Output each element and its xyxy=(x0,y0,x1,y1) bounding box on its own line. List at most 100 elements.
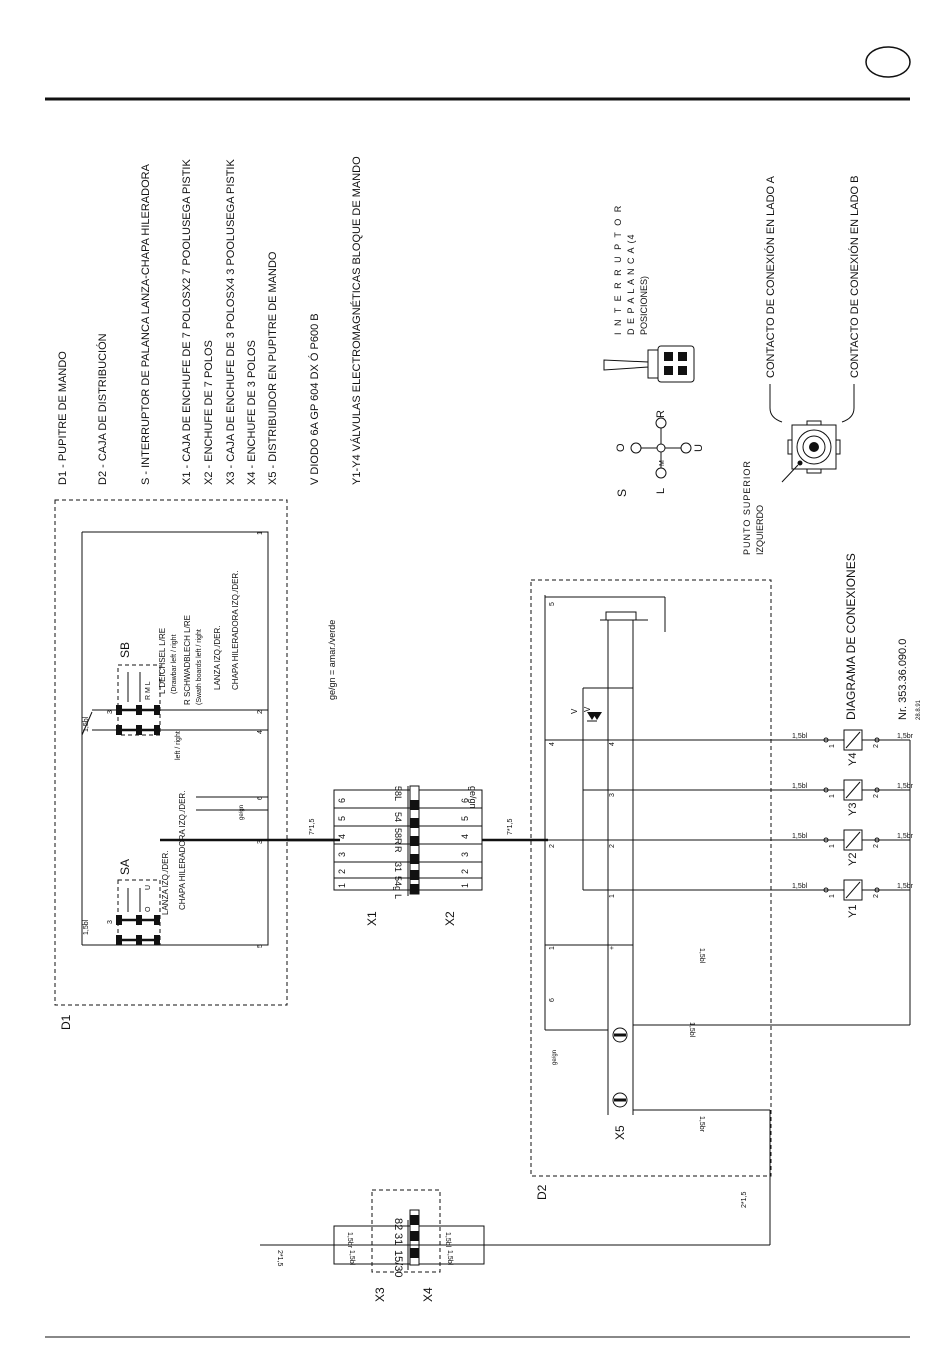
legend-x4: X4 - ENCHUFE DE 3 POLOS xyxy=(246,340,258,485)
y3-in: 1,5bl xyxy=(792,783,808,790)
d1-term-5: 5 xyxy=(257,944,264,948)
legend-x3: X3 - CAJA DE ENCHUFE DE 3 POLOSX4 3 POOL… xyxy=(225,159,237,485)
y1-p2: 2 xyxy=(873,894,880,898)
pp-pin-1530: 15/30 xyxy=(392,1250,404,1278)
left-right-note: left / right xyxy=(175,731,182,760)
d2-w-15bl: 1,5bl xyxy=(698,948,705,964)
plug-num-4-r: 4 xyxy=(460,834,470,839)
legend-d2: D2 - CAJA DE DISTRIBUCIÓN xyxy=(96,333,109,485)
d2-distribution-box: D2 V V xyxy=(530,579,910,1208)
legend-v: V DIODO 6A GP 604 DX Ó P600 B xyxy=(308,313,321,485)
y3-p1: 1 xyxy=(829,794,836,798)
d1-term-6: 6 xyxy=(257,796,264,800)
legend-d1: D1 - PUPITRE DE MANDO xyxy=(57,351,69,485)
sa-es2: LANZA IZQ./DER. xyxy=(161,851,170,915)
d1-boundary xyxy=(54,499,288,1006)
language-badge xyxy=(865,46,911,78)
x5-plus: + xyxy=(609,946,616,950)
lever-positions-icon xyxy=(630,417,692,479)
sa-label: SA xyxy=(118,859,132,875)
d2-cable: 2*1,5 xyxy=(741,1192,748,1208)
d2-term-4: 4 xyxy=(549,742,556,746)
x5-label: X5 xyxy=(613,1125,627,1140)
diode-v-icon xyxy=(587,712,602,722)
valve-y4-label: Y4 xyxy=(847,753,859,766)
y1-p1: 1 xyxy=(829,894,836,898)
contact-b: CONTACTO DE CONEXIÓN EN LADO B xyxy=(848,175,861,378)
pin-58r: 58R xyxy=(393,828,403,845)
pos-m: M xyxy=(659,460,666,466)
lever-switch: I N T E R R U P T O R D E P A L A N C A … xyxy=(603,204,705,497)
plug-num-4-l: 4 xyxy=(337,834,347,839)
plug-cable: 7*1,5 xyxy=(507,819,514,835)
x5-term-4: 4 xyxy=(609,742,616,746)
plug-num-6-r: 6 xyxy=(460,798,470,803)
d1-term-2: 2 xyxy=(257,710,264,714)
y4-out: 1,5br xyxy=(897,733,914,740)
top-point-1: PUNTO SUPERIOR xyxy=(742,460,752,555)
d2-w-15br: 1,5br xyxy=(698,1116,705,1133)
plug-num-6-l: 6 xyxy=(337,798,347,803)
d2-term-6: 6 xyxy=(549,998,556,1002)
d2-term-1: 1 xyxy=(549,946,556,950)
y1-in: 1,5bl xyxy=(792,883,808,890)
plug-gegn-r: ge/gn xyxy=(468,786,478,809)
y2-p1: 1 xyxy=(829,844,836,848)
sb-term-3: 3 xyxy=(107,710,114,714)
lever-s-label: S xyxy=(615,489,629,497)
legend-x2: X2 - ENCHUFE DE 7 POLOS xyxy=(203,340,215,485)
d1-wire-15bl-a: 1,5bl xyxy=(83,716,90,732)
valve-y2: Y2 xyxy=(820,829,910,866)
lever-title-2: D E P A L A N C A (4 xyxy=(626,233,636,335)
pin-58l: 58L xyxy=(393,786,403,801)
valves: Y4 Y3 Y2 Y1 xyxy=(792,729,914,1025)
diagram-number: Nr. 353.36.090.0 xyxy=(897,639,909,720)
plug-num-3-r: 3 xyxy=(460,852,470,857)
d1-control-panel: D1 SB R M L L DEICHSEL L/RE (Drawbar lef xyxy=(54,499,340,1030)
valve-y2-label: Y2 xyxy=(847,853,859,866)
top-point-2: IZQUIERDO xyxy=(755,505,765,555)
x4-label: X4 xyxy=(421,1287,435,1302)
y4-in: 1,5bl xyxy=(792,733,808,740)
plug-num-1-l: 1 xyxy=(337,883,347,888)
y2-in: 1,5bl xyxy=(792,833,808,840)
x5-term-1: 1 xyxy=(609,894,616,898)
pp-cable: 2*1,5 xyxy=(276,1250,283,1266)
y4-p1: 1 xyxy=(829,744,836,748)
pos-o: O xyxy=(615,443,627,452)
sb-es1: LANZA IZQ./DER. xyxy=(213,626,222,690)
pin-l: L xyxy=(393,894,403,899)
y2-p2: 2 xyxy=(873,844,880,848)
pos-r: R xyxy=(655,410,667,418)
d1-cable: 7*1,5 xyxy=(309,819,316,835)
sb-r2: (Swath boards left / right xyxy=(196,629,203,705)
diagram-date: 28.8.91 xyxy=(916,699,922,720)
switch-sb: SB R M L xyxy=(116,642,161,736)
connector-icon xyxy=(781,420,841,483)
pin-54: 54 xyxy=(393,812,403,822)
diode-v1: V xyxy=(570,708,579,714)
pin-r: R xyxy=(393,846,403,853)
x2-label: X2 xyxy=(443,911,457,926)
sb-l2: (Drawbar left / right xyxy=(171,634,178,694)
d2-gegn: ge/gn xyxy=(552,1050,558,1065)
pin-54g: 54g xyxy=(393,876,403,891)
plug-num-5-l: 5 xyxy=(337,816,347,821)
valve-y1: Y1 xyxy=(820,879,910,918)
d1-term-1: 1 xyxy=(257,531,264,535)
sb-l1: L DEICHSEL L/RE xyxy=(158,628,167,694)
d1-wire-15bl-b: 1,5bl xyxy=(83,919,90,935)
lever-switch-icon xyxy=(603,345,695,383)
legend-x5: X5 - DISTRIBUIDOR EN PUPITRE DE MANDO xyxy=(267,251,279,485)
contact-a: CONTACTO DE CONEXIÓN EN LADO A xyxy=(764,175,777,378)
sa-term-3: 3 xyxy=(107,920,114,924)
pos-u: U xyxy=(693,444,705,452)
pp-w-br-l: 1,5br xyxy=(346,1232,353,1249)
y4-p2: 2 xyxy=(873,744,880,748)
d1-label: D1 xyxy=(59,1014,73,1030)
legend-y: Y1-Y4 VÁLVULAS ELECTROMAGNÉTICAS BLOQUE … xyxy=(350,156,363,485)
y3-out: 1,5br xyxy=(897,783,914,790)
x5-term-2: 2 xyxy=(609,844,616,848)
pp-pin-31: 31 xyxy=(392,1233,404,1245)
d1-term-3: 3 xyxy=(257,840,264,844)
